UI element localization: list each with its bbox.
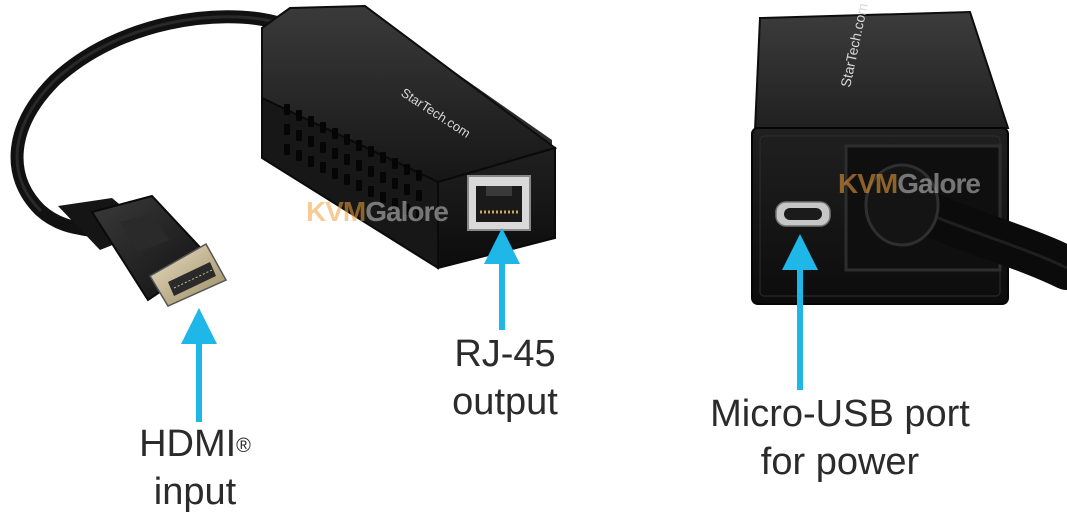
converter-body: StarTech.com: [261, 4, 558, 270]
hdmi-cable: [10, 10, 282, 239]
rj45-output-label: RJ-45 output: [452, 333, 558, 423]
vent-holes: [284, 104, 422, 221]
callout-arrows: [181, 228, 818, 422]
hdmi-plug: [58, 194, 228, 307]
rj45-port: [467, 175, 531, 231]
micro-usb-label: Micro-USB port for power: [710, 393, 970, 483]
hdmi-input-label: HDMI® input: [139, 423, 251, 513]
micro-usb-port: [775, 201, 831, 227]
watermark: KVMGalore: [306, 196, 449, 227]
watermark: KVMGalore: [838, 168, 981, 199]
